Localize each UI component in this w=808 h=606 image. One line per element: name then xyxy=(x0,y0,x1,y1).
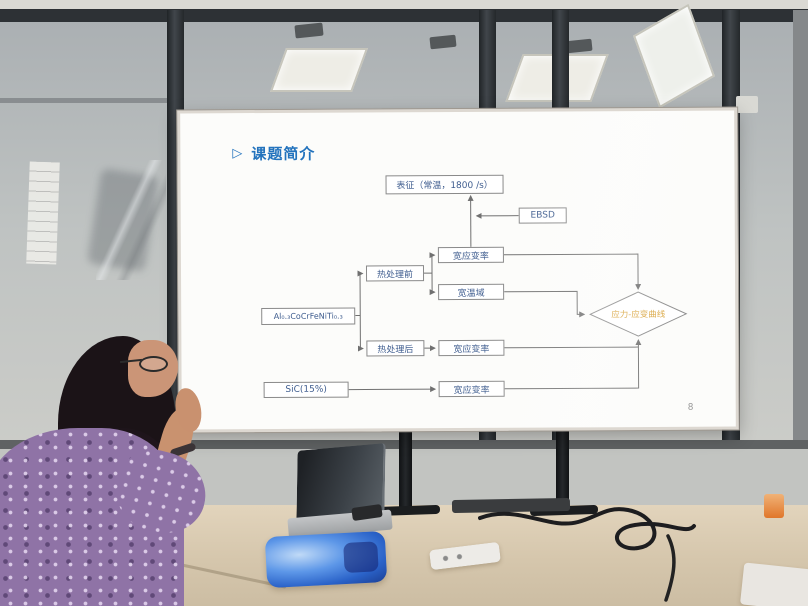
paper-sign-on-glass xyxy=(26,161,60,265)
ceiling-light-panel xyxy=(269,48,369,92)
white-object-corner xyxy=(739,562,808,606)
screen-stand-leg xyxy=(556,424,569,514)
flowchart-node-temp-range: 宽温域 xyxy=(438,283,505,301)
presentation-screen: ▷ 课题简介 xyxy=(176,106,740,434)
glass-reflection xyxy=(96,160,166,280)
flowchart-node-strain-rate-top: 宽应变率 xyxy=(437,246,504,264)
blue-pouch xyxy=(264,530,388,589)
flowchart-node-ebsd: EBSD xyxy=(518,207,567,224)
presenter-glasses xyxy=(139,356,168,372)
screen-stand-leg xyxy=(399,424,412,514)
slide: ▷ 课题简介 xyxy=(180,110,736,430)
orange-object xyxy=(764,494,784,518)
window-mullion xyxy=(793,10,808,446)
wall-mounted-device xyxy=(736,96,758,113)
flowchart-decision-diamond xyxy=(589,291,688,337)
flowchart-node-heat-after: 热处理后 xyxy=(366,340,425,357)
flowchart-node-sic: SiC(15%) xyxy=(263,381,349,399)
flowchart-node-strain-rate-mid: 宽应变率 xyxy=(438,339,505,357)
flowchart-connectors xyxy=(348,194,688,393)
flowchart-node-characterization: 表征（常温，1800 /s） xyxy=(385,174,504,195)
flowchart-node-result: 应力-应变曲线 xyxy=(611,309,666,321)
cable-coil xyxy=(478,507,696,602)
flowchart-node-heat-before: 热处理前 xyxy=(365,265,425,282)
flowchart-node-strain-rate-bottom: 宽应变率 xyxy=(438,380,505,398)
slide-page-number: 8 xyxy=(687,402,694,413)
glass-reflection-line xyxy=(0,98,167,103)
glass-top-frame xyxy=(0,9,808,22)
flowchart-node-alloy: Al₀.₃CoCrFeNiTi₀.₃ xyxy=(261,307,356,326)
